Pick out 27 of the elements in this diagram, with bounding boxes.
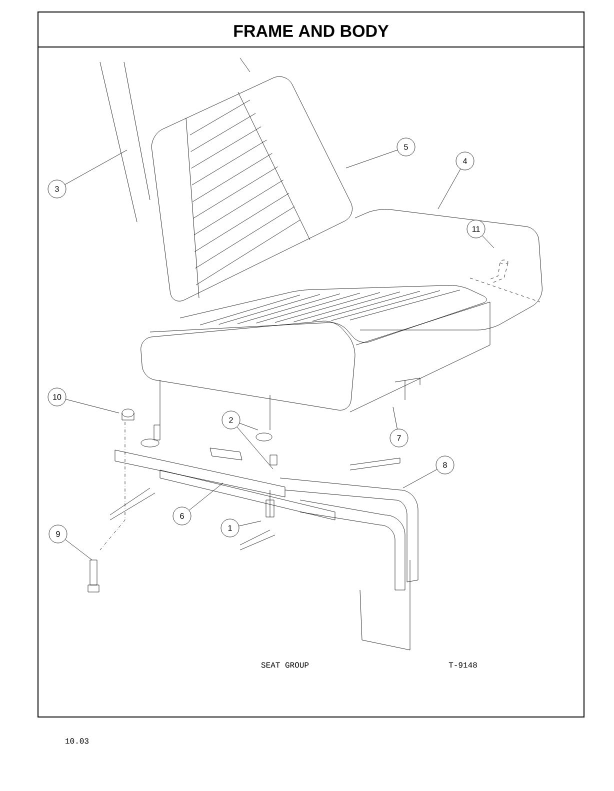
leader-line bbox=[188, 482, 224, 510]
leader-line bbox=[238, 520, 262, 526]
leader-line bbox=[65, 539, 92, 560]
callout-number: 8 bbox=[436, 456, 454, 474]
callout-number: 1 bbox=[220, 518, 240, 538]
callout-number: 2 bbox=[222, 410, 240, 430]
leader-line bbox=[239, 423, 258, 430]
callout-number: 6 bbox=[172, 506, 192, 526]
callout-number: 7 bbox=[390, 428, 408, 448]
leader-line bbox=[236, 426, 274, 470]
callout-number: 10 bbox=[48, 388, 66, 406]
caption-text: 10.03 bbox=[66, 738, 88, 744]
leader-line bbox=[64, 150, 128, 185]
callout-number: 4 bbox=[456, 152, 474, 170]
title: FRAME AND BODY bbox=[234, 24, 389, 38]
leader-line bbox=[66, 399, 120, 414]
callout-number: 5 bbox=[396, 138, 416, 156]
leader-line bbox=[346, 150, 398, 168]
callout-number: 11 bbox=[466, 220, 486, 238]
caption-text: T-9148 bbox=[448, 662, 477, 668]
leader-line bbox=[482, 235, 494, 248]
leader-line bbox=[438, 168, 461, 210]
callout-number: 3 bbox=[48, 180, 66, 198]
callout-number: 9 bbox=[48, 524, 68, 544]
leader-line bbox=[392, 406, 398, 430]
leader-line bbox=[402, 469, 438, 488]
caption-text: SEAT GROUP bbox=[261, 662, 309, 668]
